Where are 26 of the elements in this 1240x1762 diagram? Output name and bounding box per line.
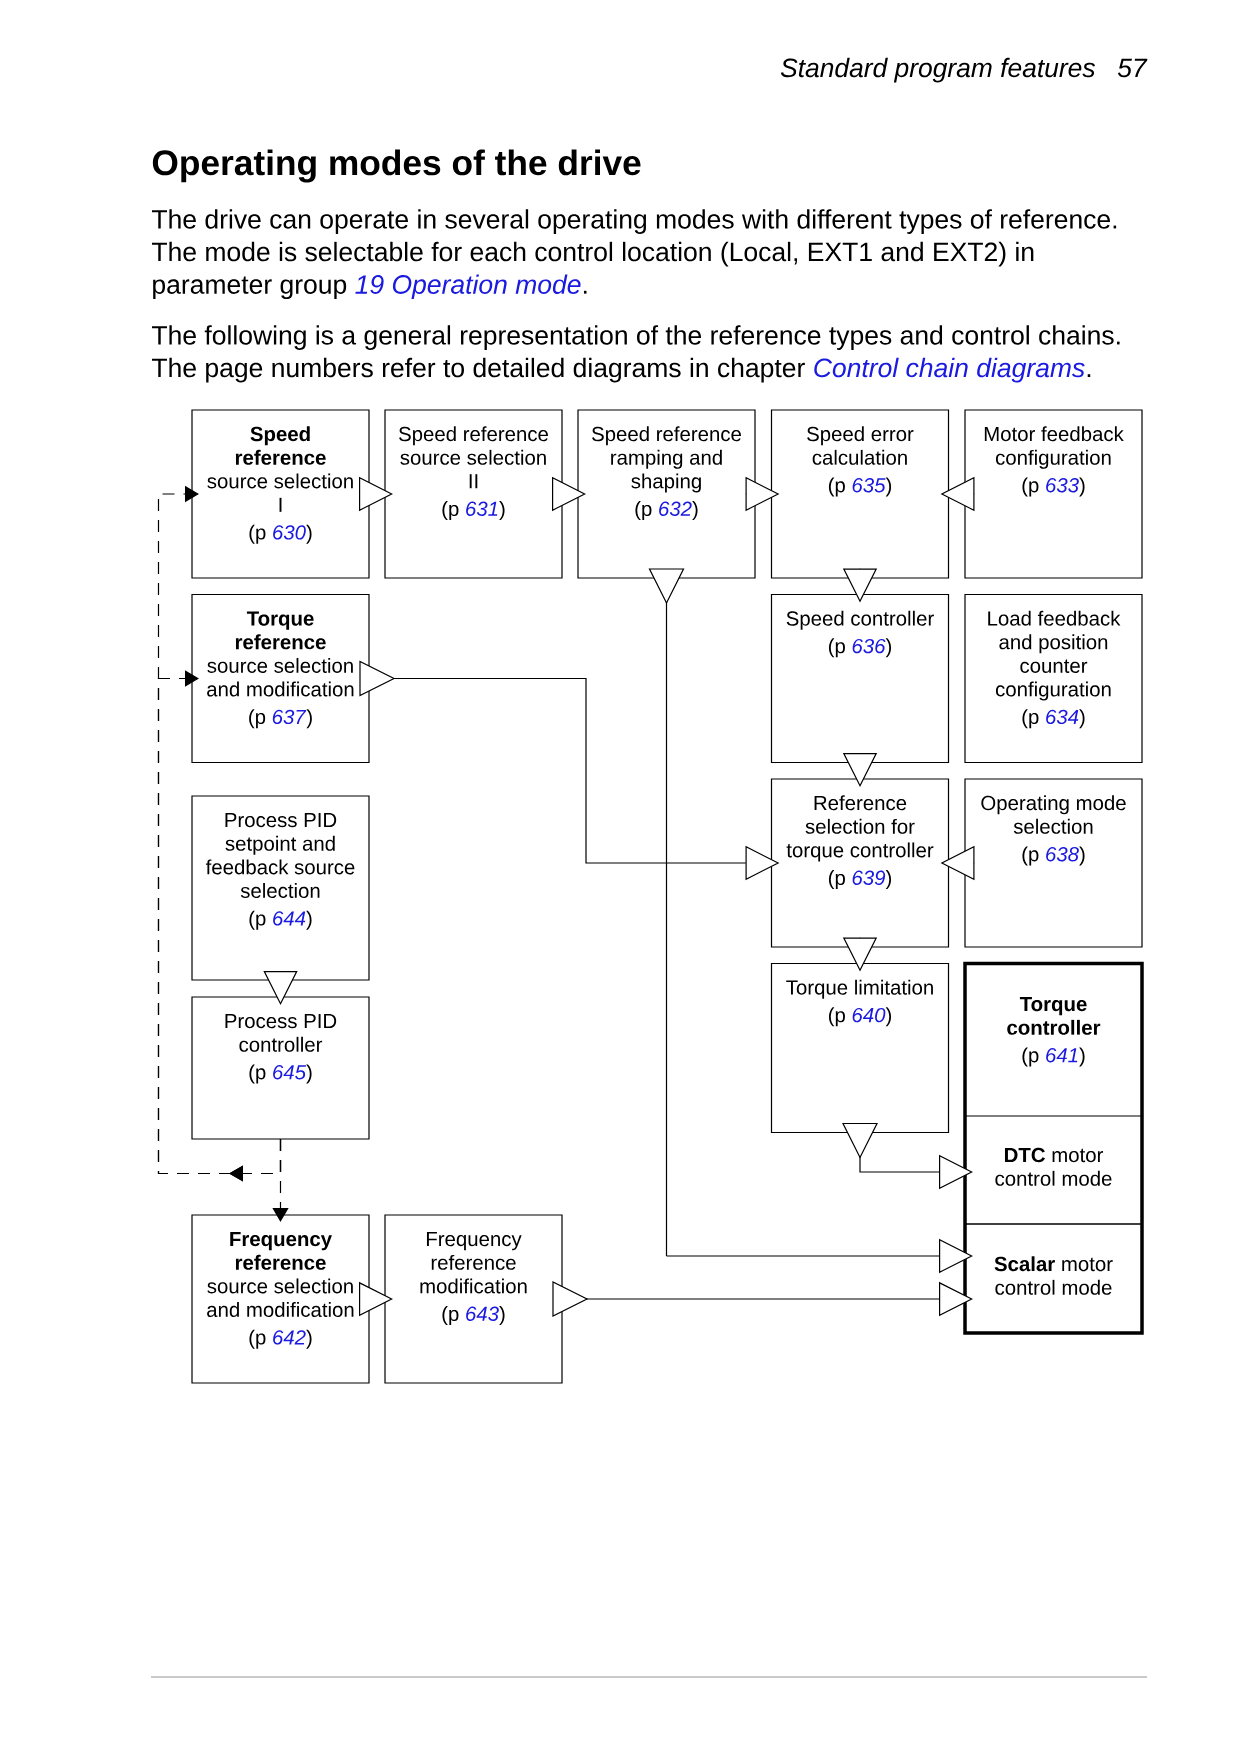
- block-box: Torque reference source selection and modification (p 637): [191, 593, 370, 764]
- body-paragraph: The drive can operate in several operating modes with different types of reference. The mode is selectable for each control location (Local, EXT1 and EXT2) in parameter group 19 Operation mode.: [152, 209, 1117, 300]
- block-box: Reference selection for torque controller (p 639): [770, 778, 950, 948]
- block-box: Torque limitation (p 640): [770, 962, 950, 1134]
- body-paragraph: The following is a general representation of the reference types and control chains. The page numbers refer to detailed diagrams in chapter Control chain diagrams.: [152, 325, 1120, 383]
- block-box: Speed controller (p 636): [770, 593, 950, 764]
- block-box: Motor feedback configuration (p 633): [964, 409, 1143, 579]
- mode-box: DTC motor control mode: [964, 1115, 1143, 1225]
- block-box: Frequency reference modification (p 643): [384, 1214, 563, 1384]
- running-header: Standard program features: [780, 57, 1095, 83]
- section-title: Operating modes of the drive: [152, 149, 641, 183]
- dashed-arrow: [272, 1138, 289, 1222]
- block-box: Speed reference source selection II (p 631): [384, 409, 563, 579]
- block-box: Speed error calculation (p 635): [770, 409, 950, 579]
- arrow: [263, 970, 298, 1005]
- dashed-arrow: [157, 670, 282, 1182]
- block-box: Process PID controller (p 645): [191, 996, 370, 1140]
- block-box: Operating mode selection (p 638): [964, 778, 1143, 948]
- mode-box: Scalar motor control mode: [964, 1223, 1143, 1334]
- block-box: Load feedback and position counter configuration (p 634): [964, 593, 1143, 764]
- block-box: Frequency reference source selection and modification (p 642): [191, 1214, 370, 1384]
- block-box: Speed reference ramping and shaping (p 632): [577, 409, 756, 579]
- block-box: Speed reference source selection I (p 630): [191, 409, 370, 579]
- block-box: Process PID setpoint and feedback source selection (p 644): [191, 795, 370, 981]
- page-number: 57: [1117, 58, 1148, 78]
- arrow: [552, 1281, 973, 1317]
